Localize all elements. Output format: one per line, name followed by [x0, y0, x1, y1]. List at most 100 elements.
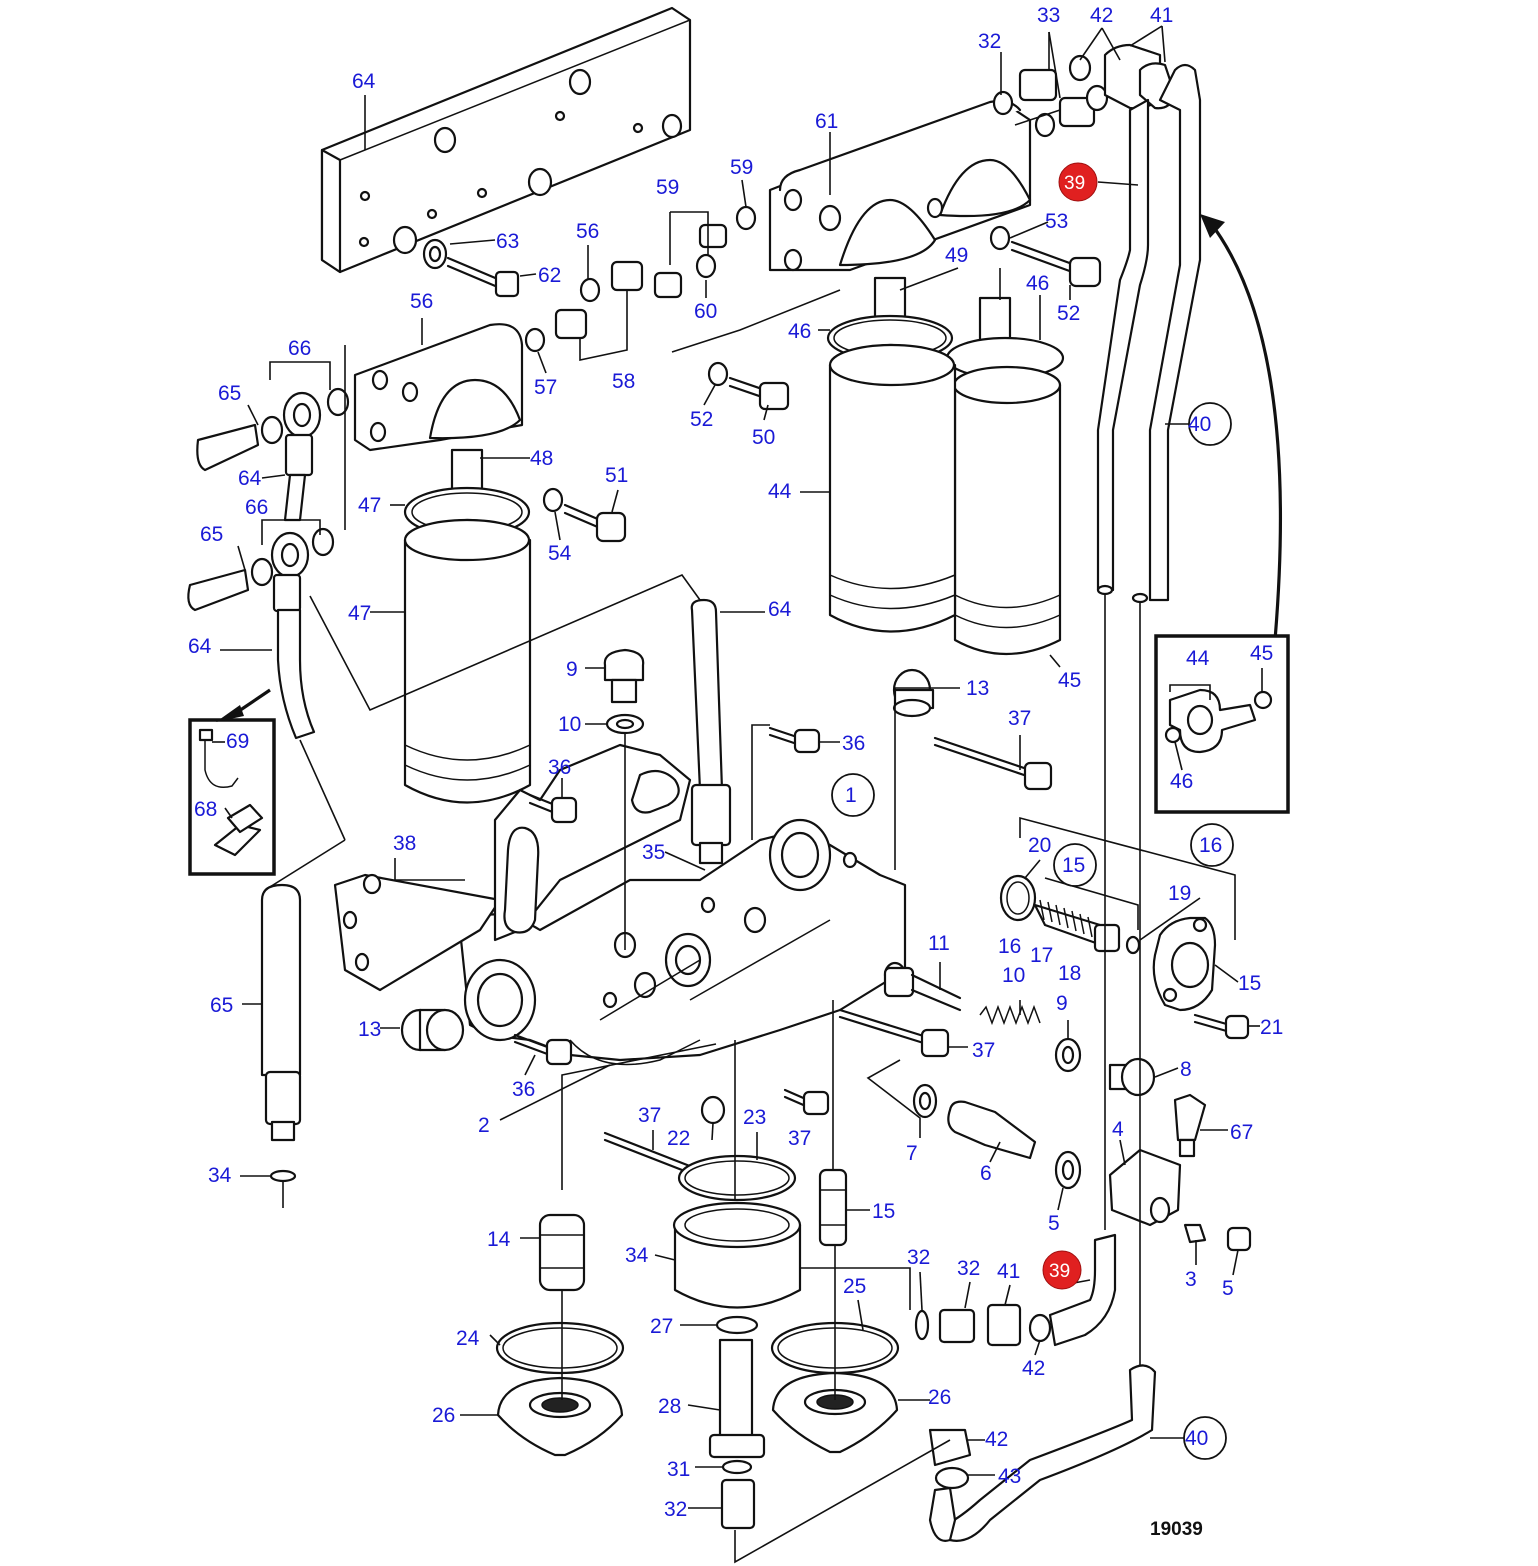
- callout-65-bottom: 65: [200, 523, 223, 546]
- callout-4: 4: [1112, 1118, 1124, 1141]
- callout-61: 62: [538, 264, 561, 287]
- callout-41-bottom: 42: [985, 1428, 1008, 1451]
- hose-64-center: [690, 598, 732, 865]
- callout-49: 47: [358, 494, 381, 517]
- callout-33: 34: [625, 1244, 649, 1267]
- filter-housing-main: [458, 818, 907, 1066]
- callout-43: 44: [1186, 647, 1210, 670]
- callout-53: 52: [1057, 302, 1080, 325]
- callout-42-top: 42: [1090, 4, 1113, 27]
- callout-63: 64: [352, 70, 376, 93]
- callout-51: 48: [530, 447, 553, 470]
- fittings-lower-right: [914, 1233, 1117, 1347]
- screw-61: [422, 238, 520, 298]
- filter-head-upper: [768, 98, 1032, 272]
- inset-arrow-line: [235, 688, 271, 715]
- callout-13-right: 13: [966, 677, 989, 700]
- bolt-12: [883, 966, 962, 1012]
- callout-64-center: 64: [768, 598, 792, 621]
- plug-9-right: [1054, 1037, 1156, 1097]
- relief-valve: [999, 874, 1141, 955]
- oil-filter-pair: [826, 276, 1065, 655]
- circle-40-upper-text: 40: [1188, 413, 1211, 436]
- callout-31-bottom: 31: [667, 1458, 690, 1481]
- callout-2: 2: [478, 1114, 490, 1137]
- callout-11: 10: [1002, 964, 1025, 987]
- filter-adapter-33: [672, 1154, 802, 1309]
- callout-26-left: 24: [456, 1327, 480, 1350]
- callout-31-top: 32: [978, 30, 1001, 53]
- callout-10-top: 10: [558, 713, 581, 736]
- callout-44: 45: [1250, 642, 1273, 665]
- callout-37-bottom: 37: [638, 1104, 661, 1127]
- callout-46-left: 44: [768, 480, 792, 503]
- oil-pipes-upper: [1096, 63, 1202, 604]
- callout-52-left: 51: [605, 464, 628, 487]
- oil-pipe-lower: [928, 1364, 1157, 1542]
- circle-16: [1190, 823, 1234, 867]
- callout-10-right: 9: [1056, 992, 1068, 1015]
- callout-29: 27: [650, 1315, 673, 1338]
- callout-54-right: 53: [1045, 210, 1068, 233]
- callout-46-right: 45: [1058, 669, 1081, 692]
- callout-32-bottom: 32: [664, 1498, 687, 1521]
- bracket-plate: [320, 6, 692, 274]
- callout-34-left: 34: [208, 1164, 232, 1187]
- highlight-39-lower-text: 39: [1049, 1261, 1070, 1282]
- callout-26-top: 23: [743, 1106, 766, 1129]
- screws-36: [528, 726, 830, 1116]
- callout-41-top: 41: [1150, 4, 1173, 27]
- drawing-number: 19039: [1150, 1519, 1203, 1540]
- callout-66-bottom: 66: [245, 496, 268, 519]
- callout-64-lower: 65: [210, 994, 233, 1017]
- valve-cover-17: [1152, 916, 1250, 1040]
- callout-24: 21: [1260, 1016, 1283, 1039]
- valve-piston: [912, 1083, 1082, 1190]
- screw-52-upper: [707, 361, 790, 411]
- center-pipe-30: [708, 1315, 766, 1530]
- highlight-39-upper: [1058, 162, 1098, 202]
- hose-64-lower: [260, 883, 302, 1208]
- callout-64-left: 64: [188, 635, 212, 658]
- callout-14: 14: [487, 1228, 511, 1251]
- gasket-38: [333, 743, 692, 992]
- callout-60: 61: [815, 110, 838, 133]
- callout-55: 56: [410, 290, 433, 313]
- callout-68: 68: [194, 798, 217, 821]
- callout-27: 26: [432, 1404, 455, 1427]
- callout-59-top: 59: [730, 156, 753, 179]
- callout-37-mid: 37: [972, 1039, 995, 1062]
- callout-69: 69: [226, 730, 249, 753]
- callout-56-top: 56: [576, 220, 599, 243]
- plugs-13: [400, 668, 935, 1052]
- inset-hose-clip-box: [188, 718, 276, 876]
- pointer-arrow: [1208, 221, 1282, 641]
- circle-18: [1053, 843, 1097, 887]
- callout-41-right: 41: [997, 1260, 1020, 1283]
- callout-47-left: 46: [788, 320, 811, 343]
- callout-48: 47: [348, 602, 371, 625]
- highlight-39-lower: [1042, 1250, 1082, 1290]
- oil-filter-left: [403, 486, 532, 804]
- callout-37-top: 37: [1008, 707, 1031, 730]
- callout-6: 5: [1048, 1212, 1060, 1235]
- circle-16-text: 16: [1199, 834, 1222, 857]
- callout-34-center: 35: [642, 841, 665, 864]
- callout-28: 26: [928, 1386, 951, 1409]
- callout-54-mid: 52: [690, 408, 713, 431]
- callout-9-top: 9: [566, 658, 578, 681]
- callout-32-top: 33: [1037, 4, 1060, 27]
- callout-58: 59: [656, 176, 679, 199]
- fittings-upper-right: [992, 43, 1177, 138]
- callout-22: 19: [1168, 882, 1191, 905]
- callout-64-upper: 64: [238, 467, 262, 490]
- callout-50: 49: [945, 244, 968, 267]
- callout-9-right: 8: [1180, 1058, 1192, 1081]
- circle-40-lower: [1183, 1416, 1227, 1460]
- callout-19: 16: [998, 935, 1021, 958]
- circle-40-upper: [1188, 402, 1232, 446]
- circle-18-text: 15: [1062, 854, 1085, 877]
- highlight-39-upper-text: 39: [1064, 173, 1085, 194]
- small-fittings: [524, 205, 757, 353]
- leader-lines: [212, 25, 1263, 1564]
